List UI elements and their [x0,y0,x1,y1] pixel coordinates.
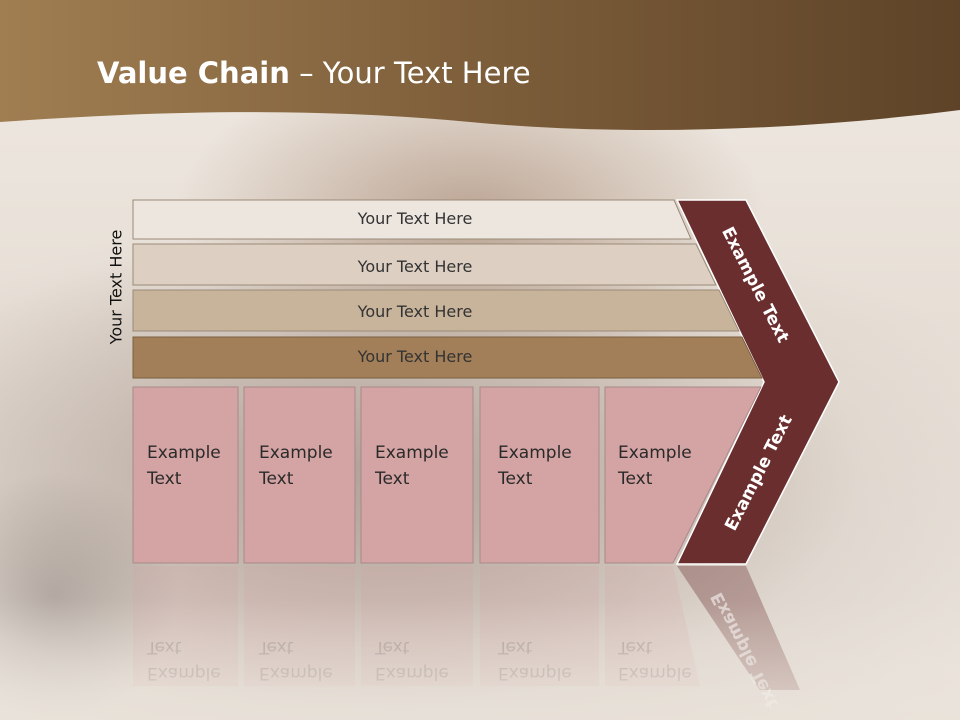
bar-2-label: Your Text Here [357,257,473,276]
box-2 [243,386,356,564]
reflection-fade [0,600,960,720]
title-rest: – Your Text Here [289,56,531,90]
header-band [0,0,960,131]
bar-3-label: Your Text Here [357,302,473,321]
box-5 [604,386,762,564]
bar-1 [132,199,692,240]
bar-2 [132,243,717,286]
chevron-arrow [675,199,840,565]
title-bold: Value Chain [97,56,290,90]
bar-1-label: Your Text Here [357,209,473,228]
bar-4 [132,336,763,379]
box-1 [132,386,239,564]
box-3 [360,386,474,564]
bar-4-label: Your Text Here [357,347,473,366]
bar-3 [132,289,740,332]
page-title: Value Chain – Your Text Here [97,56,531,90]
box-4 [479,386,600,564]
